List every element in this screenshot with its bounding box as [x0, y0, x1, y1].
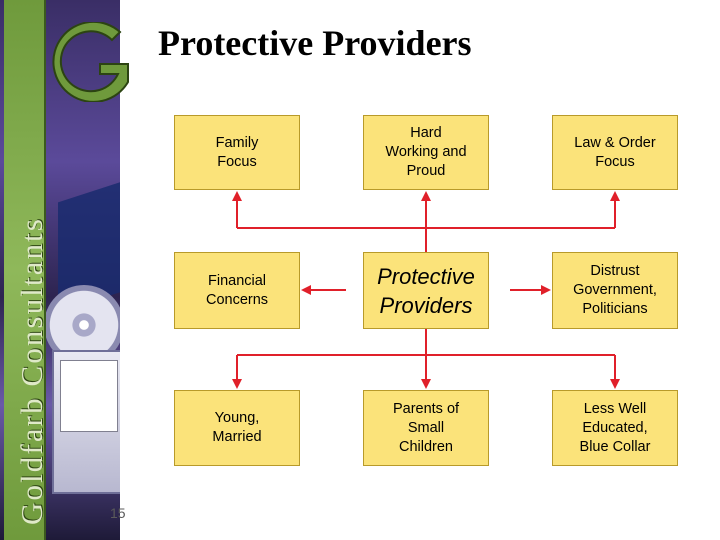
box-financial-concerns: Financial Concerns [174, 252, 300, 329]
laptop-image [52, 350, 120, 494]
box-center-protective-providers: Protective Providers [363, 252, 489, 329]
box-less-educated: Less Well Educated, Blue Collar [552, 390, 678, 466]
brand-strip: Goldfarb Consultants [4, 0, 46, 540]
box-hard-working: Hard Working and Proud [363, 115, 489, 190]
box-law-order: Law & Order Focus [552, 115, 678, 190]
page-title: Protective Providers [158, 22, 472, 64]
box-family-focus: Family Focus [174, 115, 300, 190]
box-young-married: Young, Married [174, 390, 300, 466]
slide-number: 15 [110, 505, 126, 521]
box-parents-small-children: Parents of Small Children [363, 390, 489, 466]
company-logo-icon [50, 22, 140, 102]
laptop-screen [60, 360, 118, 432]
brand-text: Goldfarb Consultants [14, 217, 50, 525]
box-distrust-government: Distrust Government, Politicians [552, 252, 678, 329]
